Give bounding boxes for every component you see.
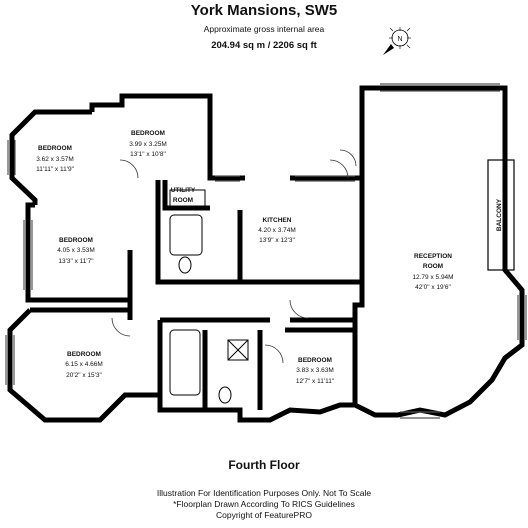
svg-text:20'2" x 15'3": 20'2" x 15'3" xyxy=(66,372,102,379)
svg-text:3.62 x 3.57M: 3.62 x 3.57M xyxy=(36,156,74,163)
room-labels: BEDROOM 3.62 x 3.57M 11'11" x 11'9" BEDR… xyxy=(36,130,454,385)
footer-copyright: Copyright of FeaturePRO xyxy=(216,510,312,520)
compass-icon: N xyxy=(383,27,411,55)
svg-text:3.99 x 3.25M: 3.99 x 3.25M xyxy=(129,141,167,148)
utility-room-label: UTILITY ROOM xyxy=(171,187,196,204)
balcony: BALCONY xyxy=(487,159,515,271)
bedroom-1-label: BEDROOM 3.62 x 3.57M 11'11" x 11'9" xyxy=(36,145,75,173)
svg-text:13'9" x 12'3": 13'9" x 12'3" xyxy=(259,237,295,244)
footer-rics-note: *Floorplan Drawn According To RICS Guide… xyxy=(173,499,355,509)
svg-text:13'1" x 10'8": 13'1" x 10'8" xyxy=(130,151,166,158)
svg-text:3.83 x 3.63M: 3.83 x 3.63M xyxy=(296,367,334,374)
svg-text:BEDROOM: BEDROOM xyxy=(67,351,101,358)
svg-text:4.05 x 3.53M: 4.05 x 3.53M xyxy=(57,247,95,254)
plan-title: York Mansions, SW5 xyxy=(190,2,338,19)
svg-text:BEDROOM: BEDROOM xyxy=(59,237,93,244)
gross-area: 204.94 sq m / 2206 sq ft xyxy=(211,40,317,51)
balcony-label: BALCONY xyxy=(496,198,503,231)
bedroom-3-label: BEDROOM 4.05 x 3.53M 13'3" x 11'7" xyxy=(57,237,95,265)
doors xyxy=(111,149,357,364)
bathroom-fixtures xyxy=(169,189,249,404)
walls xyxy=(7,85,525,423)
svg-text:ROOM: ROOM xyxy=(173,197,193,204)
svg-text:UTILITY: UTILITY xyxy=(171,187,196,194)
floor-label: Fourth Floor xyxy=(228,458,300,472)
svg-text:BEDROOM: BEDROOM xyxy=(38,145,72,152)
svg-text:ROOM: ROOM xyxy=(423,263,443,270)
svg-text:13'3" x 11'7": 13'3" x 11'7" xyxy=(58,258,94,265)
svg-text:12.79 x 5.94M: 12.79 x 5.94M xyxy=(412,274,453,281)
kitchen-label: KITCHEN 4.20 x 3.74M 13'9" x 12'3" xyxy=(258,217,296,244)
compass-letter: N xyxy=(397,36,402,43)
bedroom-5-label: BEDROOM 3.83 x 3.63M 12'7" x 11'11" xyxy=(296,357,335,385)
bedroom-2-label: BEDROOM 3.99 x 3.25M 13'1" x 10'8" xyxy=(129,130,167,158)
footer-disclaimer: Illustration For Identification Purposes… xyxy=(156,488,372,498)
svg-text:42'0" x 19'6": 42'0" x 19'6" xyxy=(415,284,451,291)
svg-text:KITCHEN: KITCHEN xyxy=(263,217,292,224)
svg-text:11'11" x 11'9": 11'11" x 11'9" xyxy=(36,166,75,173)
svg-text:6.15 x 4.66M: 6.15 x 4.66M xyxy=(65,361,103,368)
svg-text:BEDROOM: BEDROOM xyxy=(298,357,332,364)
bedroom-4-label: BEDROOM 6.15 x 4.66M 20'2" x 15'3" xyxy=(65,351,103,379)
svg-text:BEDROOM: BEDROOM xyxy=(131,130,165,137)
windows xyxy=(5,83,527,419)
reception-room-label: RECEPTION ROOM 12.79 x 5.94M 42'0" x 19'… xyxy=(412,253,453,291)
plan-subtitle: Approximate gross internal area xyxy=(203,24,325,34)
svg-text:RECEPTION: RECEPTION xyxy=(414,253,452,260)
svg-text:12'7" x 11'11": 12'7" x 11'11" xyxy=(296,378,335,385)
svg-text:4.20 x 3.74M: 4.20 x 3.74M xyxy=(258,227,296,234)
